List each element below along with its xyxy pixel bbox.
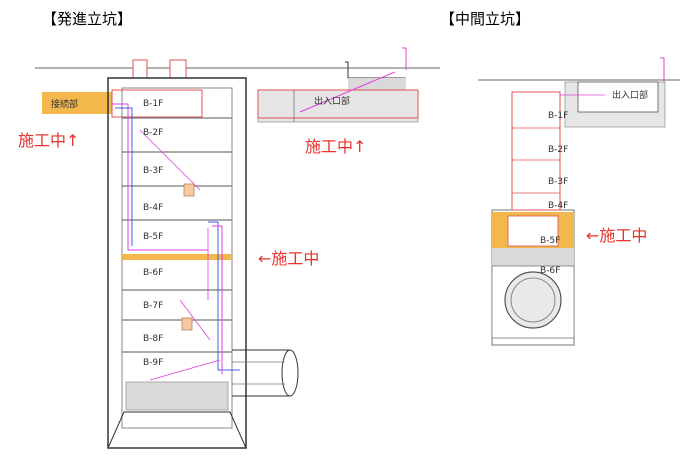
- intermediate-floor-labels: B-1F B-2F B-3F B-4F B-5F B-6F: [540, 111, 568, 276]
- floor-label-b6f: B-6F: [143, 268, 163, 278]
- floor-label-b9f: B-9F: [143, 358, 163, 368]
- annotation-under-construction-connection: 施工中↑: [18, 131, 80, 150]
- floor-label-b3f: B-3F: [143, 166, 163, 176]
- intermediate-gray-band: [492, 248, 574, 266]
- annotation-under-construction-intermediate: ←施工中: [586, 226, 648, 245]
- connection-label: 接続部: [51, 98, 78, 110]
- hatch-block-2: [181, 317, 193, 331]
- launch-shaft-title: 【発進立坑】: [42, 10, 133, 28]
- floor-slabs: [122, 117, 232, 353]
- entrance-label: 出入口部: [314, 95, 350, 107]
- int-floor-label-b5f: B-5F: [540, 236, 560, 246]
- intermediate-upper-shaft: [511, 91, 561, 211]
- intermediate-slabs: [512, 127, 560, 194]
- tunnel-section: [504, 271, 562, 329]
- floor-label-b2f: B-2F: [143, 128, 163, 138]
- annotation-under-construction-launch-b5f: ←施工中: [258, 249, 320, 268]
- foundation-outline: [107, 411, 247, 449]
- base-slab: [125, 381, 229, 411]
- connection-block: [42, 92, 112, 114]
- annotation-under-construction-entrance: 施工中↑: [305, 137, 367, 156]
- floor-label-b7f: B-7F: [143, 301, 163, 311]
- floor-label-b8f: B-8F: [143, 334, 163, 344]
- floor-label-b1f: B-1F: [143, 99, 163, 109]
- int-floor-label-b2f: B-2F: [548, 145, 568, 155]
- launch-shaft-drawing: 接続部: [35, 47, 440, 449]
- int-floor-label-b1f: B-1F: [548, 111, 568, 121]
- vent-2: [169, 59, 187, 79]
- floor-label-b5f: B-5F: [143, 232, 163, 242]
- entrance-section: [257, 47, 419, 123]
- intermediate-entrance-label: 出入口部: [612, 89, 648, 101]
- floor-label-b4f: B-4F: [143, 203, 163, 213]
- int-floor-label-b3f: B-3F: [548, 177, 568, 187]
- intermediate-b5f-box: [507, 215, 559, 247]
- int-floor-label-b4f: B-4F: [548, 201, 568, 211]
- intermediate-shaft-drawing: 出入口部 B-1F B-2F B-3F B-4F B-5F B-6F: [478, 57, 680, 346]
- shaft-outer-wall: [107, 77, 247, 449]
- intermediate-shaft-title: 【中間立坑】: [440, 10, 531, 28]
- utility-pipes: [112, 103, 240, 381]
- launch-floor-labels: B-1F B-2F B-3F B-4F B-5F B-6F B-7F B-8F …: [143, 99, 163, 368]
- vent-1: [132, 59, 148, 79]
- hatch-block-1: [183, 183, 195, 197]
- construction-band: [122, 254, 232, 260]
- tunnel: [232, 349, 299, 397]
- int-floor-label-b6f: B-6F: [540, 266, 560, 276]
